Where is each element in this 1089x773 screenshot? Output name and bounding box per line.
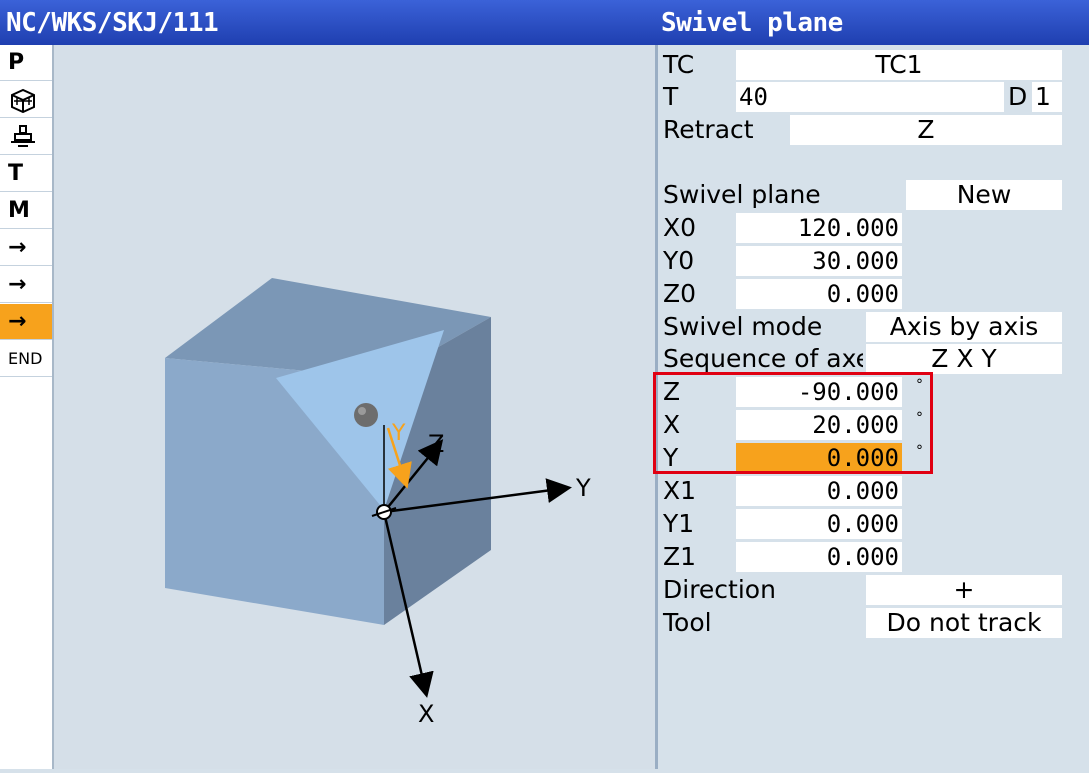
softkey-arrow-3-selected[interactable]: → — [0, 304, 52, 340]
reference-sphere — [354, 403, 378, 427]
arrow-right-icon: → — [8, 309, 27, 334]
softkey-tool-holder[interactable] — [0, 119, 52, 155]
softkey-workpiece[interactable] — [0, 82, 52, 118]
softkey-m[interactable]: M — [0, 193, 52, 229]
retract-field[interactable]: Z — [790, 115, 1062, 145]
degree-unit-y: ° — [916, 443, 923, 459]
label-axis-y-rotated: Y — [391, 421, 406, 446]
arrow-right-icon: → — [8, 235, 27, 260]
vertical-softkey-bar: P T M → → → END — [0, 45, 54, 769]
program-path: NC/WKS/SKJ/111 — [6, 8, 219, 38]
d-field[interactable]: 1 — [1032, 82, 1062, 112]
x0-field[interactable]: 120.000 — [736, 213, 902, 243]
z1-label: Z1 — [663, 542, 697, 571]
tc-label: TC — [663, 50, 695, 79]
tool-label: Tool — [663, 608, 712, 637]
panel-title: Swivel plane — [661, 8, 843, 38]
softkey-arrow-1[interactable]: → — [0, 230, 52, 266]
retract-label: Retract — [663, 115, 754, 144]
degree-unit-z: ° — [916, 377, 923, 393]
rot-y-field-active[interactable]: 0.000 — [736, 443, 902, 473]
swivel-mode-field[interactable]: Axis by axis — [866, 312, 1062, 342]
y0-label: Y0 — [663, 246, 695, 275]
direction-field[interactable]: + — [866, 575, 1062, 605]
y1-field[interactable]: 0.000 — [736, 509, 902, 539]
softkey-end[interactable]: END — [0, 341, 52, 377]
sequence-field[interactable]: Z X Y — [866, 344, 1062, 374]
rot-x-label: X — [663, 410, 681, 439]
tc-field[interactable]: TC1 — [736, 50, 1062, 80]
direction-label: Direction — [663, 575, 776, 604]
arrow-right-icon: → — [8, 272, 27, 297]
swivel-graphic: Y X Z Y — [54, 45, 656, 769]
swivel-plane-field[interactable]: New — [906, 180, 1062, 210]
x1-label: X1 — [663, 476, 697, 505]
swivel-mode-label: Swivel mode — [663, 312, 823, 341]
cube-diagram: Y X Z Y — [165, 278, 591, 728]
axis-z-arrow — [383, 439, 444, 513]
rot-z-label: Z — [663, 377, 681, 406]
tool-field[interactable]: Do not track — [866, 608, 1062, 638]
axis-y-rotated-arrow — [386, 427, 412, 489]
swivel-plane-label: Swivel plane — [663, 180, 821, 209]
z0-field[interactable]: 0.000 — [736, 279, 902, 309]
title-bar: NC/WKS/SKJ/111 Swivel plane — [0, 0, 1089, 45]
y1-label: Y1 — [663, 509, 695, 538]
y0-field[interactable]: 30.000 — [736, 246, 902, 276]
x0-label: X0 — [663, 213, 697, 242]
x1-field[interactable]: 0.000 — [736, 476, 902, 506]
label-axis-z: Z — [428, 430, 444, 458]
rot-z-field[interactable]: -90.000 — [736, 377, 902, 407]
rot-y-label: Y — [663, 443, 679, 472]
label-axis-x: X — [418, 700, 434, 728]
d-label: D — [1008, 82, 1028, 111]
axis-x-arrow — [382, 511, 434, 698]
degree-unit-x: ° — [916, 410, 923, 426]
z1-field[interactable]: 0.000 — [736, 542, 902, 572]
softkey-arrow-2[interactable]: → — [0, 267, 52, 303]
label-axis-y: Y — [575, 474, 591, 502]
rot-x-field[interactable]: 20.000 — [736, 410, 902, 440]
axis-y-arrow — [383, 478, 572, 514]
z0-label: Z0 — [663, 279, 697, 308]
tool-holder-icon — [11, 124, 35, 147]
parameter-panel: TC TC1 T 40 D 1 Retract Z Swivel plane N… — [658, 45, 1089, 769]
panel-divider — [655, 45, 658, 769]
softkey-t[interactable]: T — [0, 156, 52, 192]
workpiece-icon — [11, 88, 35, 113]
t-label: T — [663, 82, 679, 111]
softkey-p[interactable]: P — [0, 45, 52, 81]
sequence-label: Sequence of axes — [663, 344, 863, 373]
t-field[interactable]: 40 — [736, 82, 1004, 112]
